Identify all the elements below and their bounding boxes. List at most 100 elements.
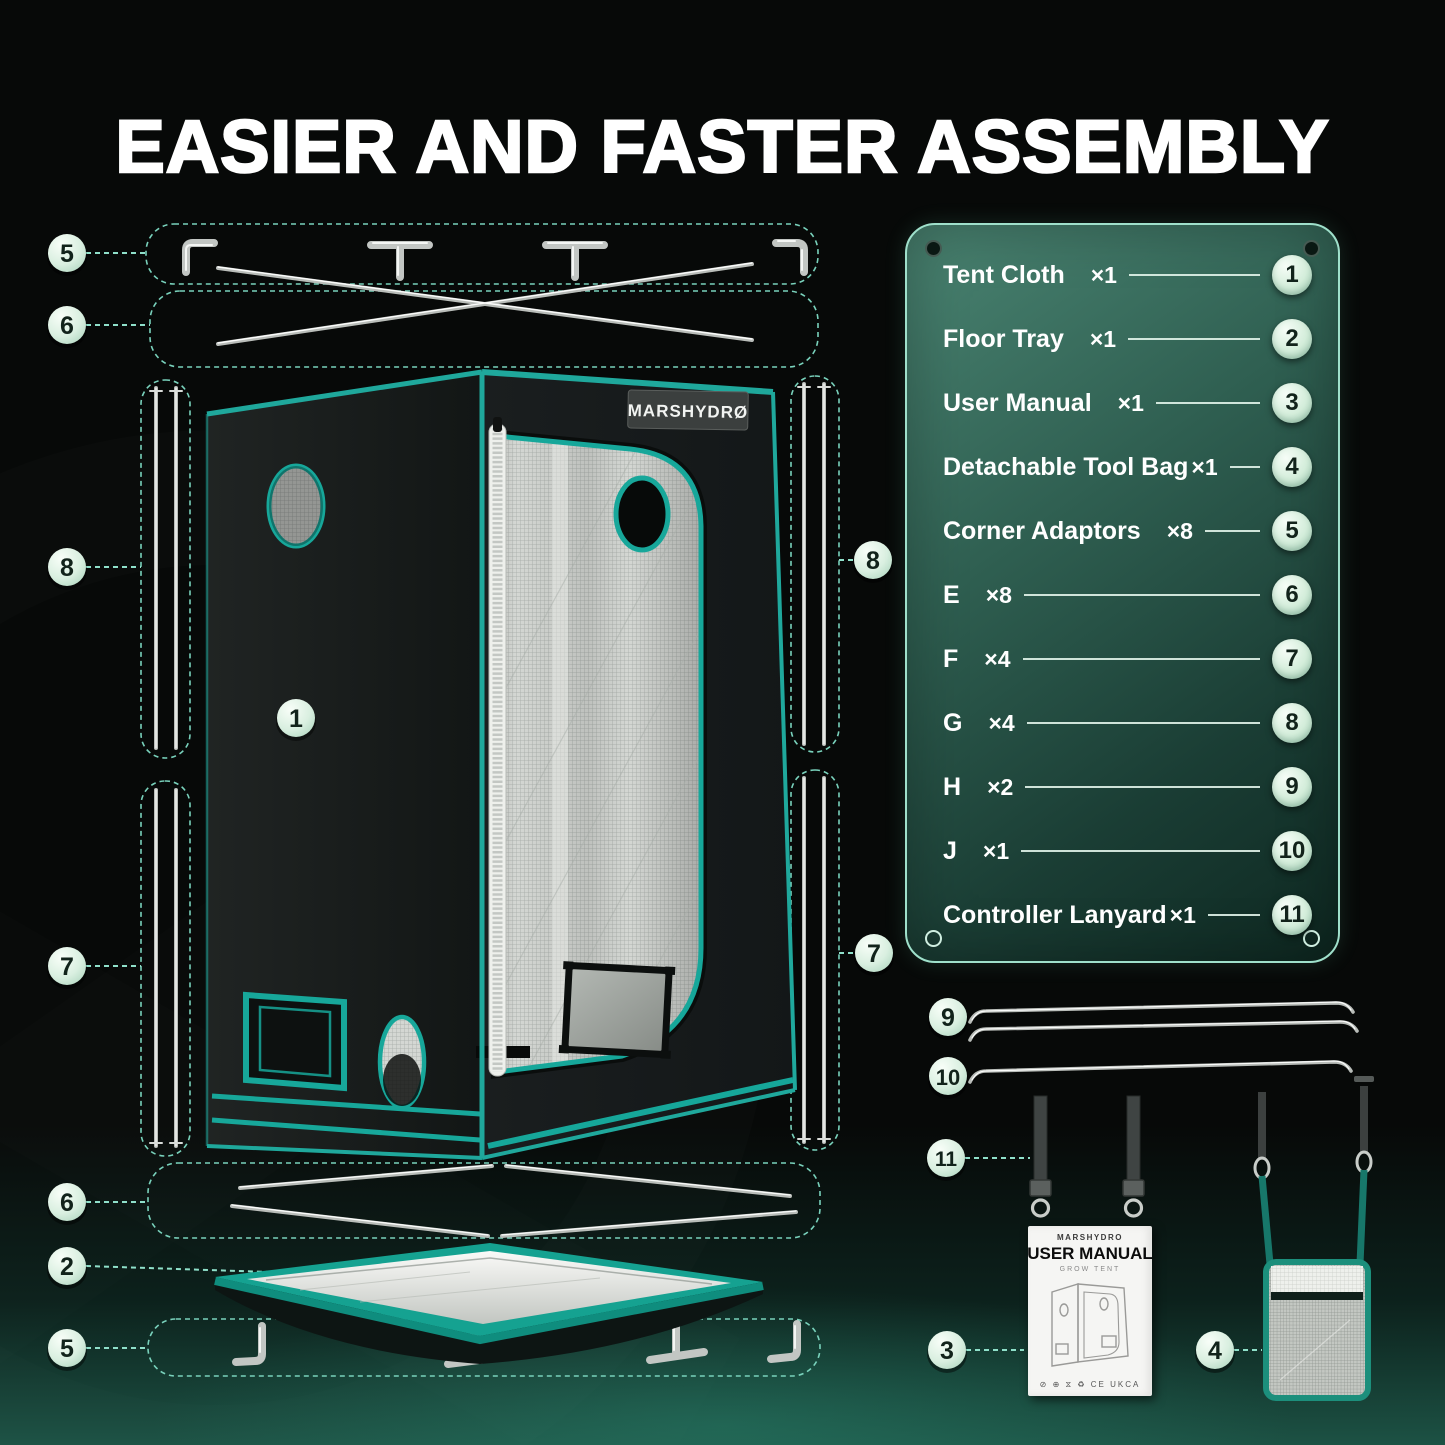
dashed-part-boxes	[140, 223, 840, 1377]
tent-logo-text: MARSHYDRØ	[628, 401, 749, 422]
part-qty: ×4	[984, 645, 1011, 672]
j-pole	[968, 1060, 1353, 1084]
badge-corner-adaptors-top: 5	[47, 234, 87, 276]
leader-line	[1022, 658, 1260, 660]
svg-text:8: 8	[60, 554, 74, 582]
pole-f-box-left	[140, 780, 191, 1157]
e-poles-bottom	[230, 1164, 798, 1238]
left-oval-port	[377, 1014, 427, 1110]
part-label: Controller Lanyard	[943, 900, 1167, 929]
svg-text:1: 1	[289, 705, 303, 733]
badge-lanyard: 11	[926, 1139, 966, 1181]
badge-tool-bag: 4	[1195, 1331, 1235, 1373]
part-qty: ×1	[1089, 325, 1117, 352]
pole-e-box-top	[149, 290, 819, 368]
left-oval-vent	[266, 463, 326, 549]
svg-text:9: 9	[941, 1004, 955, 1032]
front-skirt-trim	[487, 1077, 794, 1149]
svg-text:4: 4	[1208, 1337, 1222, 1365]
svg-text:10: 10	[936, 1065, 960, 1090]
part-number-badge: 10	[1272, 831, 1312, 871]
leader-line	[1204, 530, 1260, 532]
leader-line	[1023, 594, 1260, 596]
leader-line	[1026, 722, 1260, 724]
badge-j-pole: 10	[928, 1057, 968, 1099]
svg-text:3: 3	[940, 1337, 954, 1365]
part-label: Detachable Tool Bag	[943, 452, 1189, 481]
part-number-badge: 7	[1272, 639, 1312, 679]
part-label: Floor Tray	[943, 324, 1064, 353]
door-oval-port	[613, 475, 671, 553]
f-poles-left	[149, 788, 183, 1148]
leader-line	[1207, 914, 1260, 916]
svg-text:8: 8	[866, 547, 880, 575]
tent-door-open	[476, 417, 707, 1079]
grow-tent: MARSHYDRØ	[205, 369, 797, 1160]
manual-tent-sketch	[1051, 1283, 1129, 1367]
part-number-badge: 3	[1272, 383, 1312, 423]
zipper-pull	[493, 417, 502, 432]
manual-subtitle: GROW TENT	[1059, 1266, 1121, 1273]
part-label: H	[943, 772, 962, 801]
leader-line	[1155, 402, 1260, 404]
manual-brand: MARSHYDRO	[1057, 1233, 1123, 1242]
pole-g-box-left	[140, 379, 191, 759]
part-label: G	[943, 708, 963, 737]
part-number-badge: 4	[1272, 447, 1312, 487]
f-poles-right	[797, 776, 831, 1144]
pole-e-box-bottom	[147, 1162, 821, 1239]
svg-text:7: 7	[60, 953, 74, 981]
part-qty: ×8	[985, 581, 1012, 608]
leader-line	[1021, 850, 1260, 852]
manual-title: USER MANUAL	[1027, 1244, 1153, 1263]
part-label: Corner Adaptors	[943, 516, 1141, 545]
leader-line	[1229, 466, 1260, 468]
part-number-badge: 2	[1272, 319, 1312, 359]
part-qty: ×2	[987, 773, 1014, 800]
part-qty: ×1	[1090, 261, 1117, 288]
part-qty: ×4	[988, 709, 1015, 736]
left-rect-vent	[243, 991, 347, 1092]
badge-h-poles: 9	[928, 998, 968, 1040]
e-poles-top	[216, 262, 754, 346]
part-number-badge: 9	[1272, 767, 1312, 807]
tool-bag	[1253, 1076, 1374, 1401]
badge-e-poles-bottom: 6	[47, 1183, 87, 1225]
badge-f-poles-right: 7	[854, 934, 894, 976]
g-poles-left	[149, 386, 183, 750]
part-qty: ×1	[1169, 901, 1196, 928]
svg-text:6: 6	[60, 312, 74, 340]
screw-hole-icon	[925, 930, 942, 947]
svg-text:6: 6	[60, 1189, 74, 1217]
manual-cert-icons: ⊘ ⊕ ⧖ ♻ CE UKCA	[1039, 1380, 1141, 1389]
h-poles	[968, 1001, 1359, 1042]
screw-hole-icon	[1303, 930, 1320, 947]
svg-text:2: 2	[60, 1253, 74, 1281]
screw-icon	[1303, 240, 1320, 257]
screw-icon	[925, 240, 942, 257]
badge-g-poles-right: 8	[853, 541, 893, 583]
callout-badges: 5 6 8 7 6 2 5 1 8 7 9 10 11 3 4	[47, 234, 1235, 1373]
corner-adaptors-top	[182, 239, 808, 281]
badge-corner-adaptors-bottom: 5	[47, 1329, 87, 1371]
part-number-badge: 1	[1272, 255, 1312, 295]
left-skirt-stripes	[211, 1093, 481, 1143]
pole-f-box-right	[790, 769, 840, 1151]
part-qty: ×1	[1117, 389, 1144, 416]
pole-g-box-right	[790, 375, 840, 753]
part-row-floor-tray: Floor Tray ×1 2	[943, 319, 1312, 359]
part-qty: ×8	[1166, 517, 1193, 544]
badge-floor-tray: 2	[47, 1247, 87, 1289]
part-label: F	[943, 644, 959, 673]
svg-text:5: 5	[60, 240, 74, 268]
